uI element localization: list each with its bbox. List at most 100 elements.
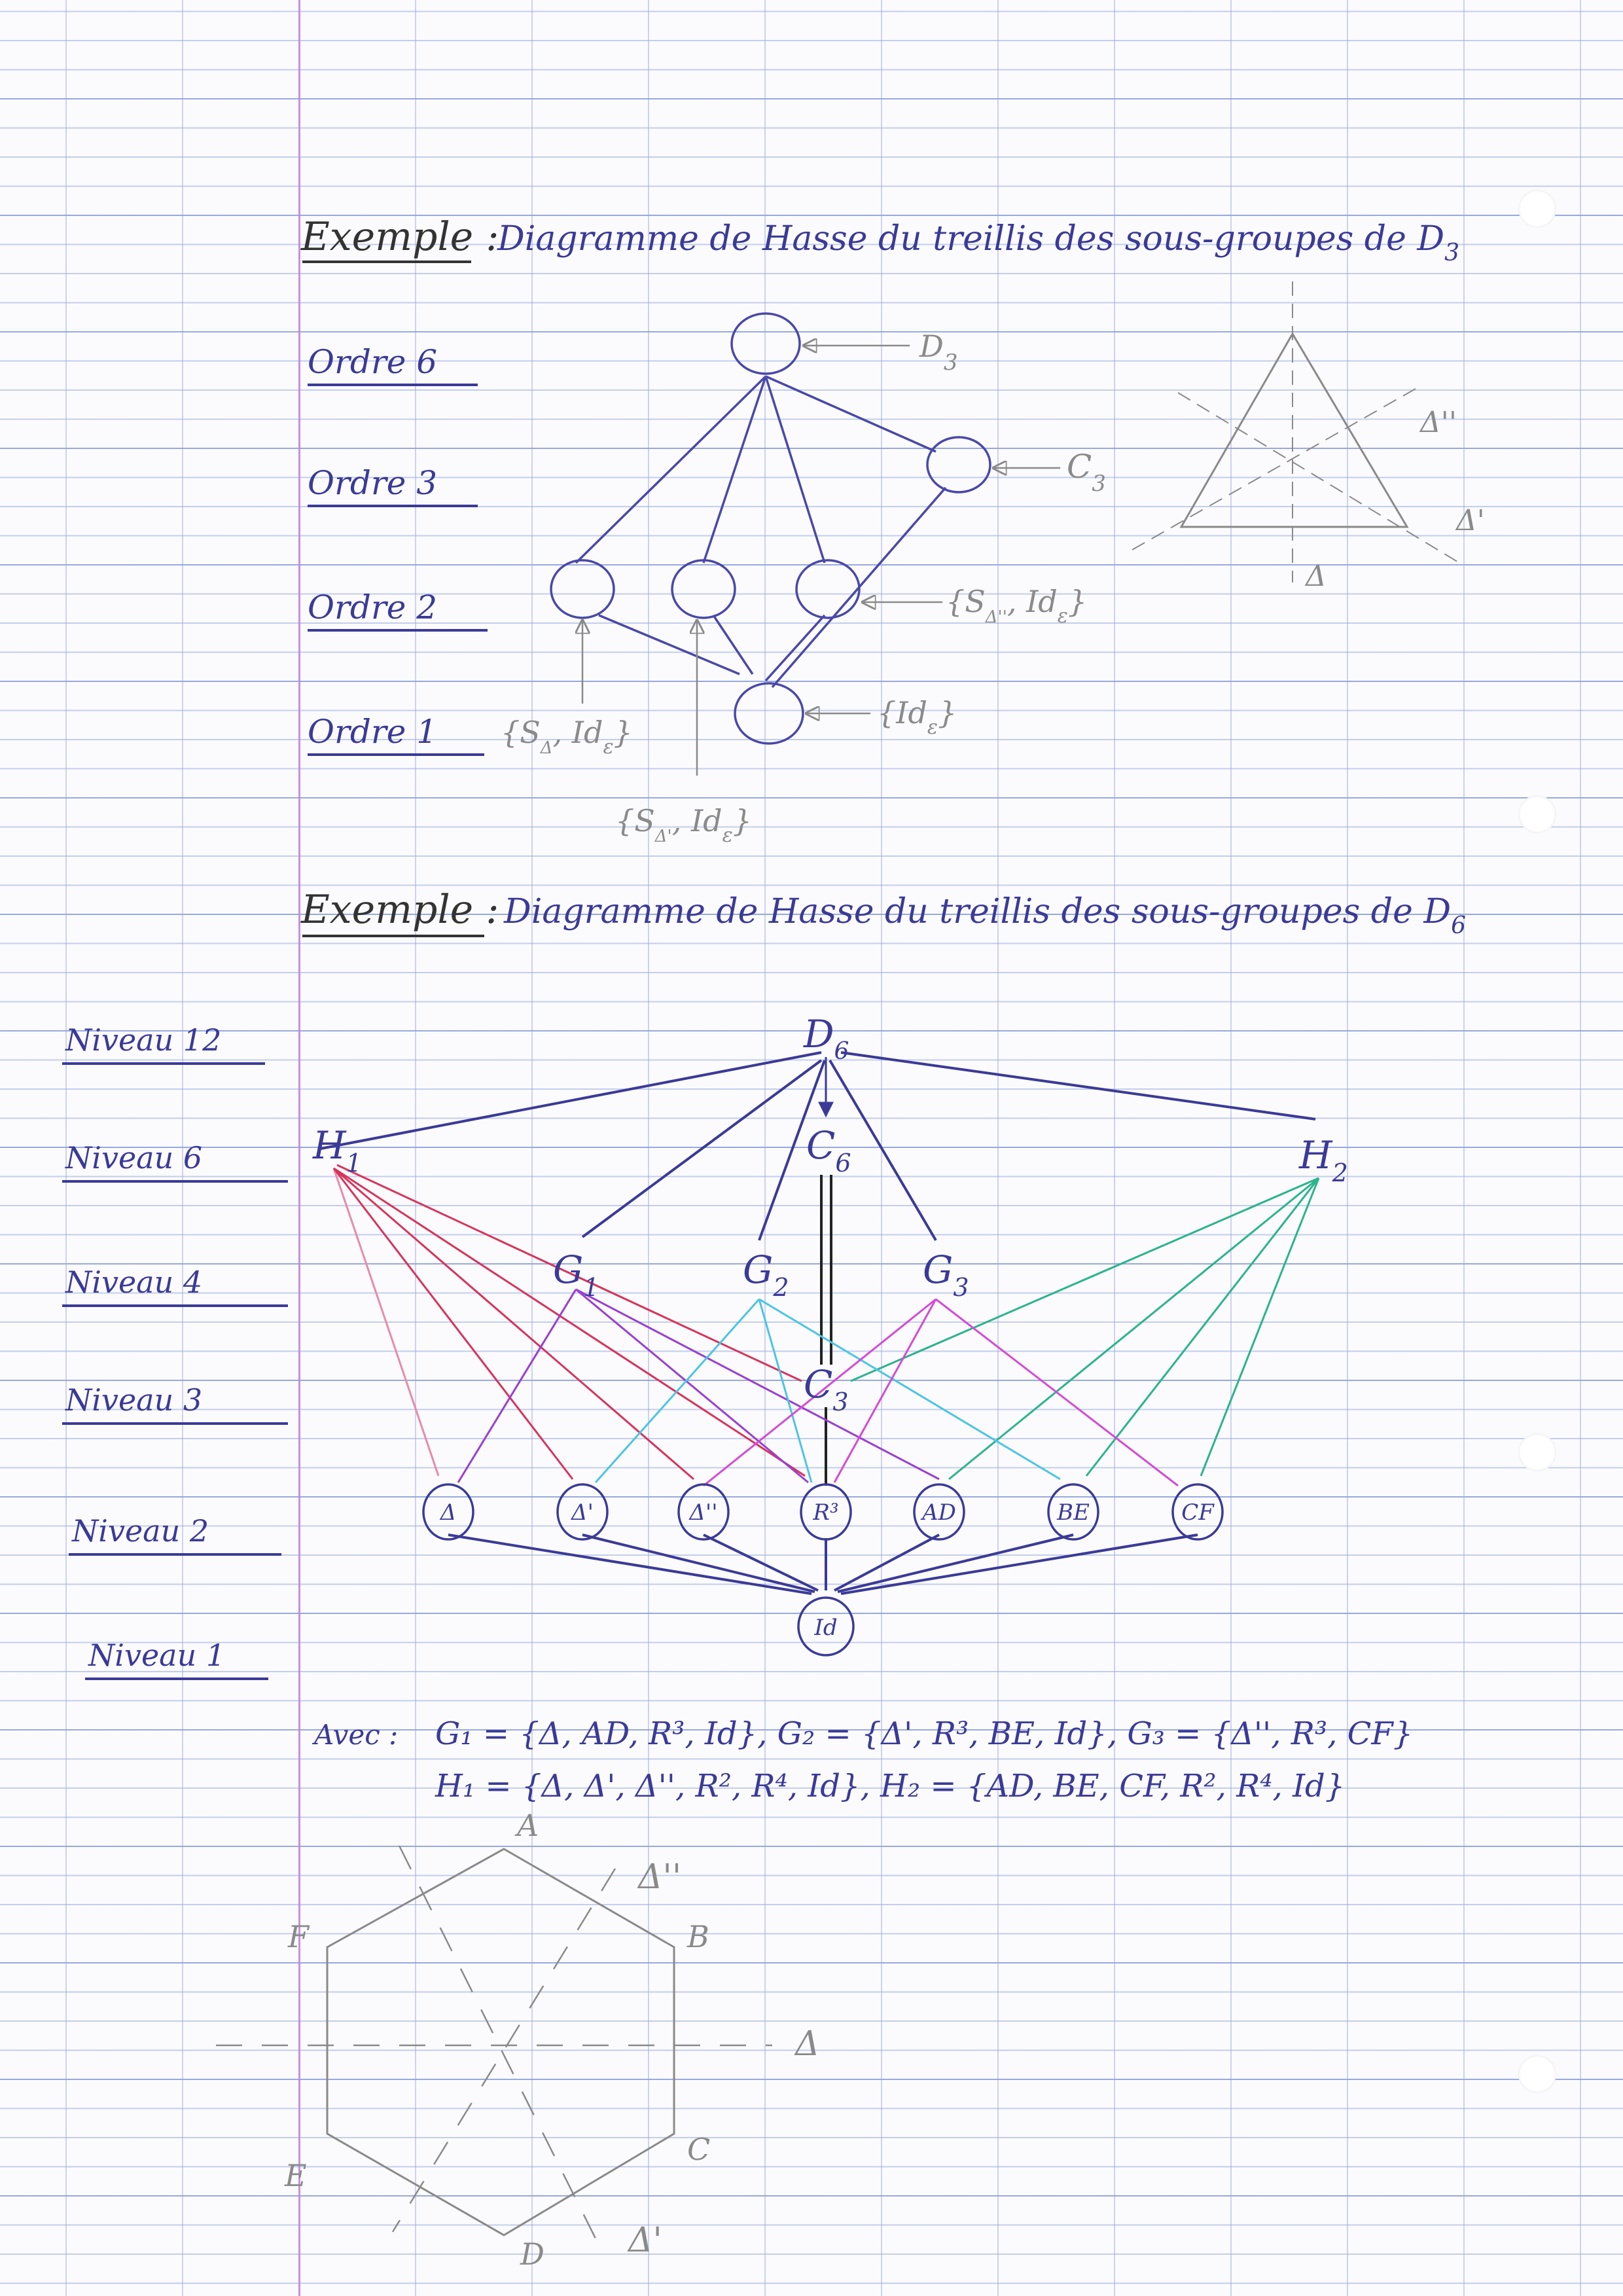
edge (703, 1298, 936, 1487)
node-g2: G2 (743, 1247, 789, 1302)
label-c3: C3 (1067, 448, 1106, 497)
level-label: Niveau 6 (65, 1140, 202, 1175)
node-s-delta (550, 559, 615, 619)
level-label: Ordre 6 (308, 343, 437, 381)
definitions-line2: H₁ = {Δ, Δ', Δ'', R², R⁴, Id}, H₂ = {AD,… (435, 1768, 1345, 1804)
node-c6: C6 (806, 1123, 851, 1177)
triangle-figure: Δ'' Δ' Δ (1132, 281, 1485, 593)
edge (575, 375, 767, 564)
example1-hasse-diagram (550, 312, 991, 745)
node-level2 (1171, 1483, 1224, 1541)
edge (332, 1168, 574, 1480)
node-label: R³ (812, 1499, 838, 1526)
node-level2 (422, 1483, 474, 1541)
node-label: Δ (439, 1499, 457, 1526)
example2-level2-nodes (422, 1483, 1224, 1657)
edge (834, 1534, 940, 1592)
edge (758, 1060, 826, 1241)
axis-label: Δ (794, 2024, 820, 2064)
node-g1: G1 (553, 1247, 599, 1302)
edge (850, 1177, 1319, 1382)
axis-label: Δ'' (637, 1857, 681, 1897)
node-s-delta-second (795, 559, 861, 619)
edge (336, 1164, 802, 1382)
axis-label: Δ'' (1419, 406, 1457, 439)
definitions-intro: Avec : (312, 1719, 398, 1751)
axis-label: Δ' (1455, 504, 1485, 537)
node-c3 (926, 436, 991, 493)
edge (598, 614, 740, 675)
edge (837, 1534, 1074, 1593)
level-label: Niveau 3 (65, 1382, 202, 1418)
node-level2 (913, 1483, 965, 1541)
edge (758, 1298, 1061, 1480)
node-s-delta-prime (671, 559, 736, 619)
example2-levels: Niveau 12 Niveau 6 Niveau 4 Niveau 3 Niv… (62, 1022, 288, 1680)
level-label: Ordre 1 (308, 713, 437, 751)
label-identity: {Idε} (877, 695, 957, 739)
example2-hasse-diagram (320, 1051, 1320, 1595)
node-label: Δ'' (688, 1499, 717, 1526)
label-s-delta: {SΔ, Idε} (501, 715, 633, 759)
edge (448, 1534, 812, 1595)
level-label: Niveau 2 (71, 1513, 209, 1549)
node-identity (734, 682, 804, 745)
level-label: Niveau 12 (65, 1022, 221, 1058)
edge (581, 1059, 823, 1238)
node-label: CF (1181, 1499, 1215, 1526)
vertex-label: D (520, 2236, 544, 2272)
node-level2 (800, 1483, 852, 1541)
example2-title: Diagramme de Hasse du treillis des sous-… (503, 892, 1466, 939)
edge (758, 1299, 813, 1483)
punch-hole (1518, 190, 1556, 228)
edge (1200, 1177, 1320, 1477)
level-label: Niveau 1 (88, 1638, 225, 1673)
edge (703, 1534, 819, 1592)
edge (575, 1288, 809, 1484)
edge (320, 1051, 822, 1150)
node-c3: C3 (804, 1362, 849, 1416)
node-label: BE (1056, 1499, 1090, 1526)
edge (712, 615, 754, 675)
punch-hole (1518, 795, 1556, 833)
hexagon-figure: A B C D E F Δ'' Δ Δ' (216, 1808, 820, 2272)
level-label: Niveau 4 (65, 1265, 202, 1300)
label-s-delta-second: {SΔ'', Idε} (946, 584, 1087, 628)
vertex-label: A (514, 1808, 539, 1843)
vertex-label: E (284, 2158, 307, 2193)
label-d3: D3 (919, 329, 958, 376)
vertex-label: B (687, 1919, 709, 1954)
definitions-line1: G₁ = {Δ, AD, R³, Id}, G₂ = {Δ', R³, BE, … (435, 1715, 1413, 1752)
punch-hole (1518, 1433, 1556, 1471)
node-label: Id (813, 1615, 837, 1641)
edge (833, 1299, 937, 1483)
example2-level2-labels: Δ Δ' Δ'' R³ AD BE CF Id (439, 1499, 1215, 1641)
level-label: Ordre 2 (308, 588, 437, 626)
node-level2 (1047, 1483, 1099, 1541)
edge (582, 1534, 815, 1593)
edge (332, 1168, 440, 1477)
node-level2 (677, 1483, 730, 1541)
vertex-label: C (687, 2132, 710, 2167)
example2-heading-text: Exemple : (300, 887, 499, 933)
edge (840, 1534, 1198, 1595)
edge (575, 1288, 940, 1480)
edge (333, 1167, 694, 1480)
label-s-delta-prime: {SΔ', Idε} (615, 803, 752, 847)
edge (702, 376, 767, 564)
level-label: Ordre 3 (308, 464, 437, 502)
node-label: AD (920, 1499, 956, 1526)
edge (948, 1177, 1319, 1480)
node-d6: D6 (803, 1012, 849, 1065)
example2-heading: Exemple : Diagramme de Hasse du treillis… (300, 887, 1466, 939)
node-h1: H1 (312, 1123, 362, 1177)
node-level2 (556, 1483, 609, 1541)
axis-label: Δ (1304, 560, 1327, 593)
example2-vertex-labels: D6 C6 H1 H2 G1 G2 G3 C3 (312, 1012, 1348, 1416)
vertex-label: F (287, 1919, 310, 1954)
definitions: Avec : G₁ = {Δ, AD, R³, Id}, G₂ = {Δ', R… (312, 1715, 1413, 1804)
example1-title: Diagramme de Hasse du treillis des sous-… (497, 219, 1459, 266)
example1-heading: Exemple : Diagramme de Hasse du treillis… (300, 214, 1459, 266)
